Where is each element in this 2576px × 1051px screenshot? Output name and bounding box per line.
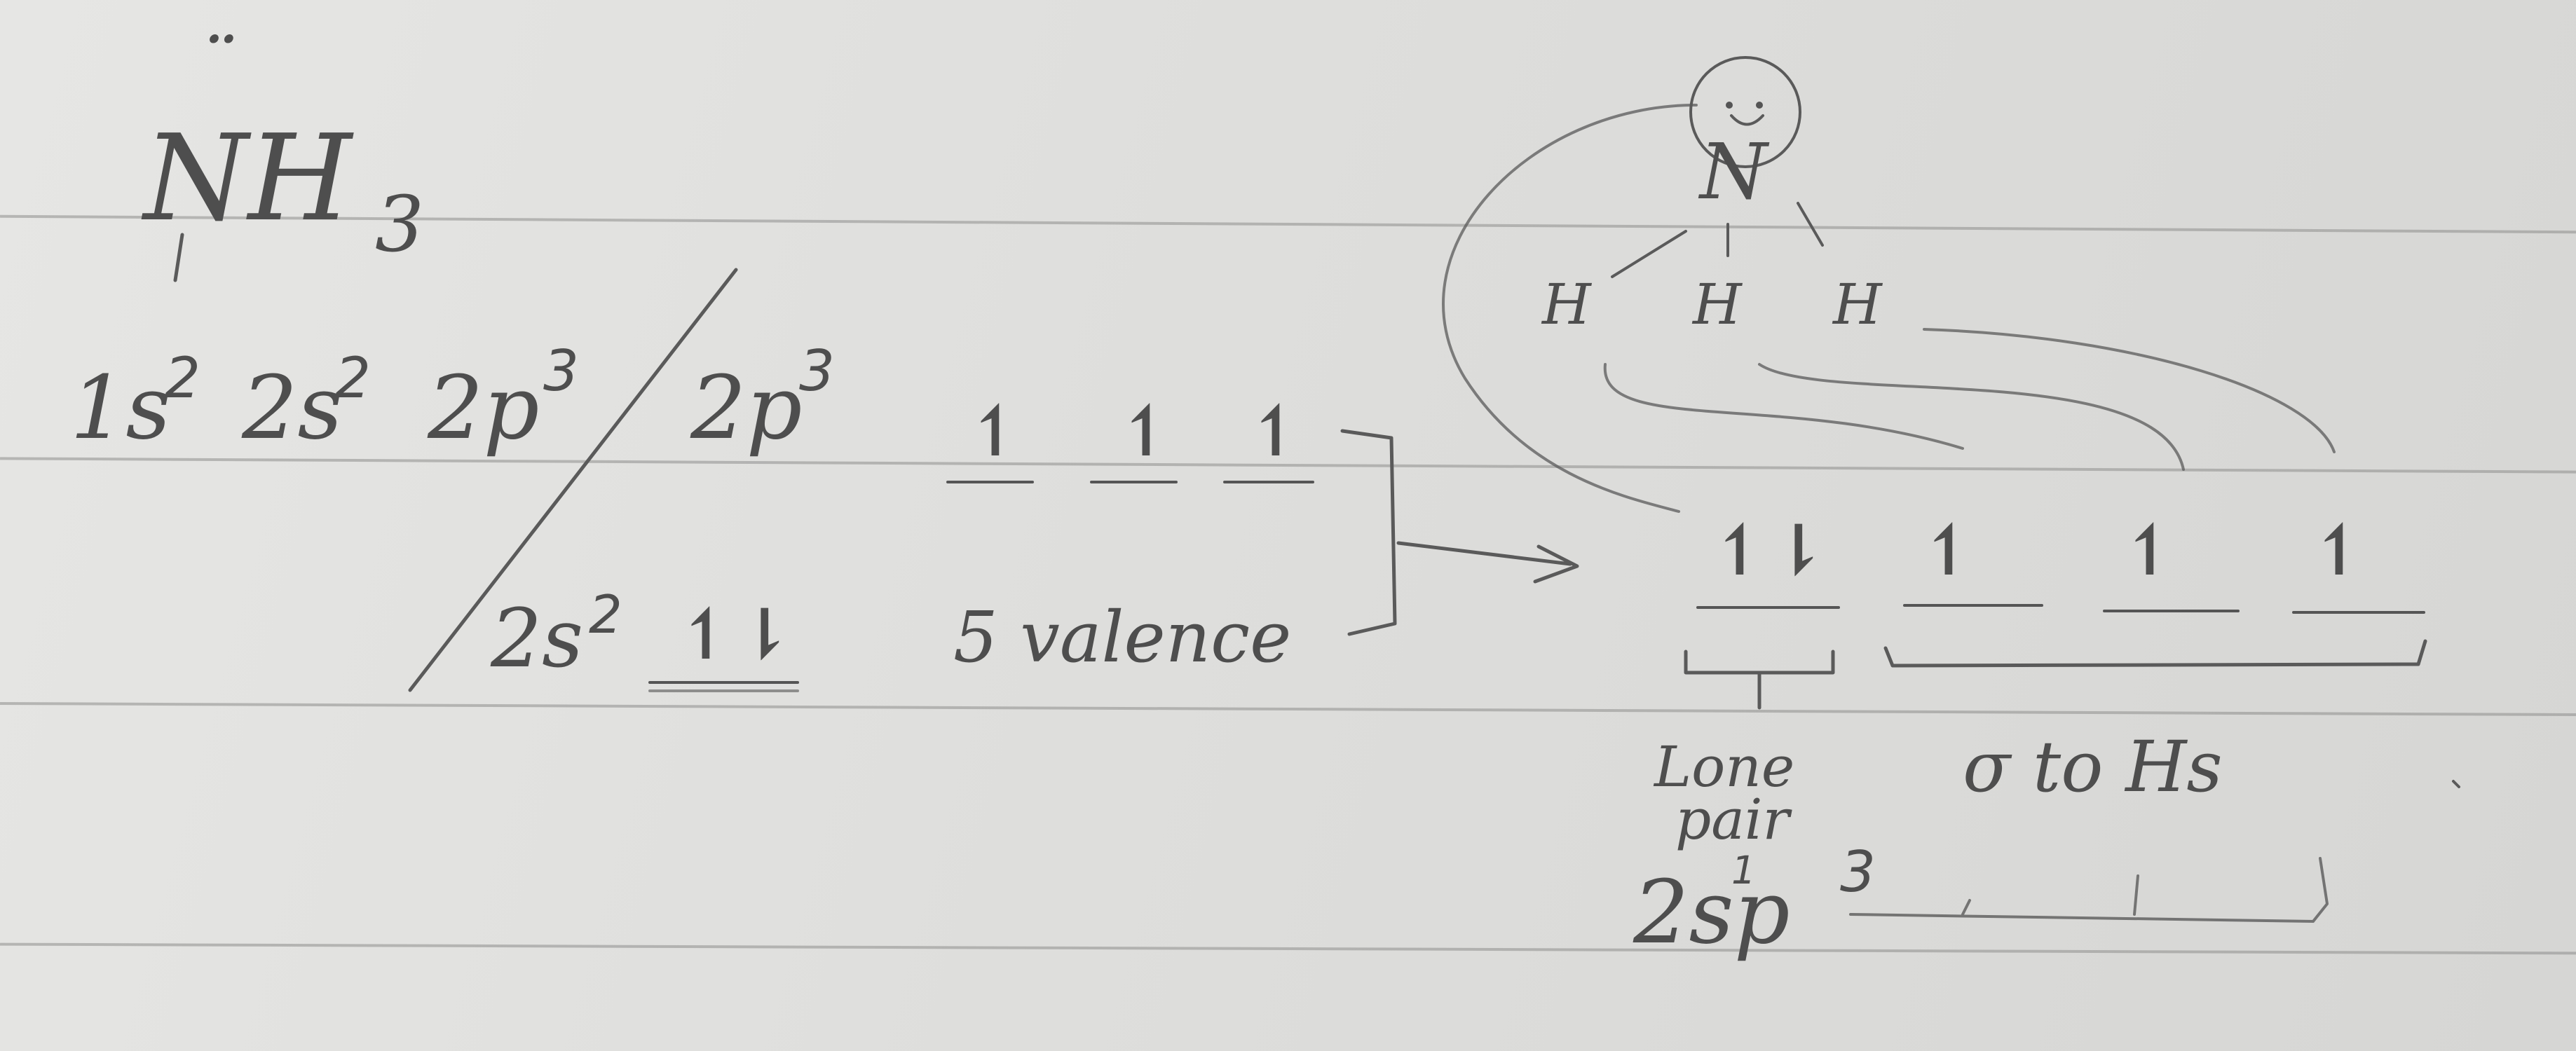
sigma-label: σ to Hs [1963, 726, 2223, 808]
config-2p-valence-superscript: 3 [799, 338, 835, 404]
hybrid-orbital-blank [2103, 610, 2240, 612]
valence-bracket-stroke [1340, 429, 1397, 636]
orbital-swirl-right [1923, 328, 2336, 453]
diagonal-divider-stroke [408, 268, 738, 692]
hybrid-label: 2sp [1633, 862, 1790, 963]
config-2p-valence: 2p [690, 357, 803, 459]
hybrid-orbital-blank [2292, 611, 2425, 614]
molecule-formula: NH [144, 109, 353, 248]
orbital-blank [648, 689, 799, 692]
electron-paired-arrows: ↿⇂ [676, 593, 794, 675]
smiley-head-outline [1689, 56, 1801, 168]
valence-label: 5 valence [953, 596, 1292, 678]
config-1s-superscript: 2 [165, 345, 200, 411]
hydrogen-left-label: H [1542, 272, 1591, 337]
hybrid-orbital-blank [1696, 606, 1840, 609]
lone-pair-label-line1: Lone [1654, 734, 1795, 799]
smiley-mouth-stroke [1730, 114, 1764, 126]
arrow-shaft-stroke [1396, 541, 1572, 566]
config-2s-lower: 2s [491, 592, 584, 686]
electron-up-arrow: ↿ [1246, 390, 1305, 472]
lone-pair-bracket-stroke [1684, 650, 1835, 710]
hybrid-s-superscript: 1 [1731, 848, 1756, 893]
electron-up-arrow: ↿ [1117, 390, 1175, 472]
nitrogen-atom-label: N [1700, 127, 1768, 217]
config-2p-superscript: 3 [543, 338, 579, 404]
hybrid-bracket-stroke [1849, 857, 2329, 923]
molecule-bonds [1611, 202, 1824, 278]
config-2p: 2p [428, 357, 540, 459]
orbital-blank [946, 481, 1034, 483]
smiley-eye [1756, 102, 1763, 109]
orbital-swirl-mid [1758, 363, 2185, 471]
orbital-blank [1090, 481, 1178, 483]
hydrogen-middle-label: H [1693, 272, 1742, 337]
sigma-electron-arrow: ↿ [2310, 509, 2369, 591]
molecule-subscript: 3 [375, 179, 424, 269]
lone-pair-label-line2: pair [1675, 787, 1790, 852]
orbital-blank [648, 681, 799, 684]
tick-mark [173, 233, 184, 282]
config-2s-lower-superscript: 2 [589, 584, 622, 645]
orbital-blank [1223, 481, 1314, 483]
hybrid-p-superscript: 3 [1840, 839, 1876, 905]
config-2s-superscript: 2 [335, 345, 371, 411]
smiley-eye [1726, 102, 1733, 109]
lone-pair-dots: ¨ [195, 22, 233, 111]
orbital-swirl-left [1603, 363, 1964, 450]
pencil-dot [2452, 780, 2460, 788]
config-2s: 2s [242, 357, 343, 459]
sigma-electron-arrow: ↿ [2120, 509, 2179, 591]
config-1s: 1s [70, 357, 171, 459]
orbital-swirl-outer [1442, 104, 1698, 513]
lone-pair-electrons: ↿⇂ [1710, 509, 1828, 591]
hybrid-orbital-blank [1903, 604, 2043, 607]
electron-up-arrow: ↿ [966, 390, 1025, 472]
sigma-underbrace-stroke [1883, 639, 2427, 668]
hydrogen-right-label: H [1833, 272, 1882, 337]
sigma-electron-arrow: ↿ [1919, 509, 1978, 591]
